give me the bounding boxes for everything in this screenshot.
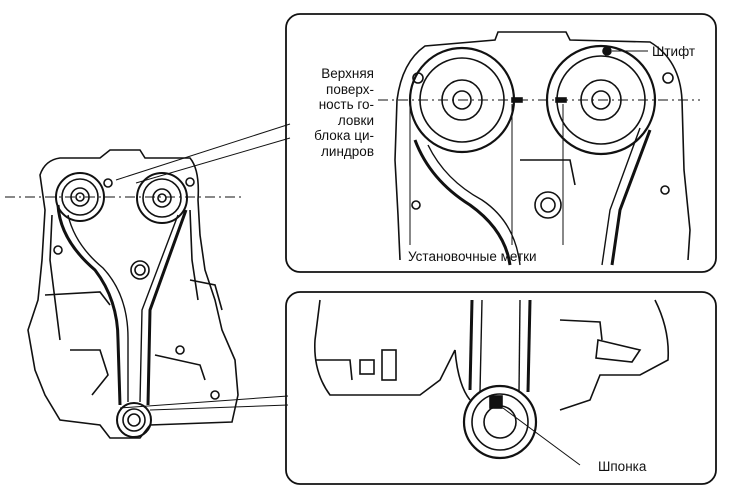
key-label: Шпонка [598, 459, 647, 474]
cam-detail-callout [285, 13, 717, 273]
dowel-pin-label: Штифт [652, 44, 696, 59]
crank-detail-callout [285, 291, 717, 485]
deck-surface-label: Верхняя поверх- ность го- ловки блока ци… [314, 66, 374, 159]
timing-marks-label: Установочные метки [408, 249, 537, 264]
engine-front-overview [5, 123, 291, 439]
